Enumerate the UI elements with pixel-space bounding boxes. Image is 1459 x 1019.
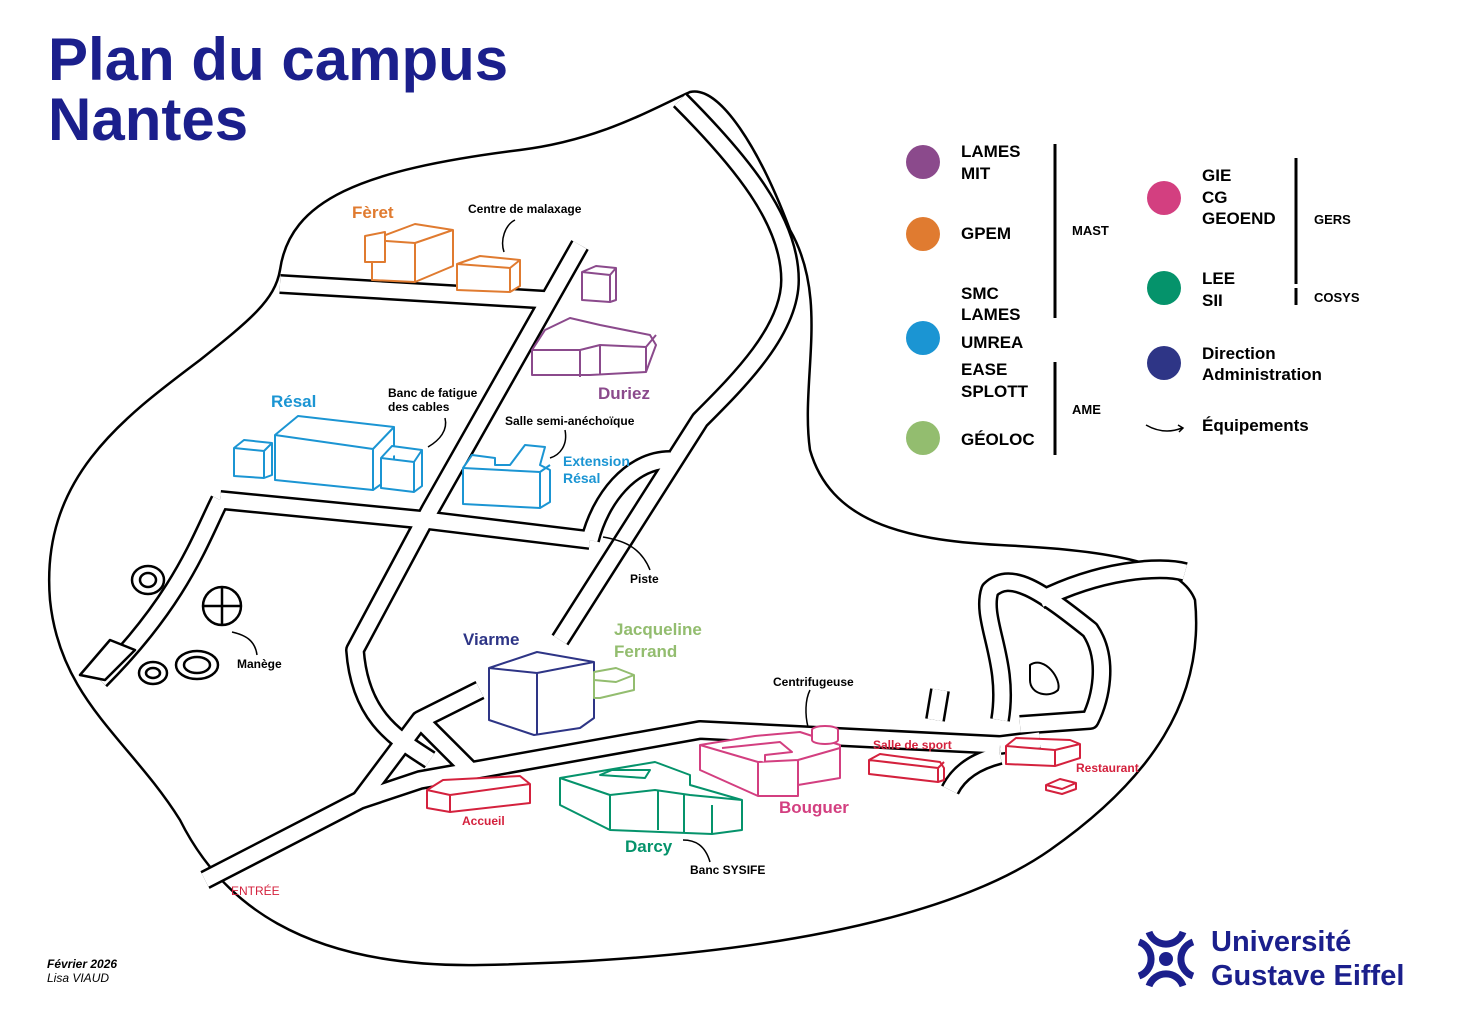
label-entrance: ENTRÉE xyxy=(231,883,280,898)
legend-label: EASE xyxy=(961,360,1007,379)
legend-label: UMREA xyxy=(961,333,1023,352)
credits-author: Lisa VIAUD xyxy=(47,971,110,985)
legend-label: LAMES xyxy=(961,305,1021,324)
curved-arrow-icon xyxy=(1145,424,1185,433)
legend: LAMES MIT GPEM SMC LAMES UMREA EASE SPLO… xyxy=(906,142,1360,455)
title-line-1: Plan du campus xyxy=(48,26,509,93)
label-accueil: Accueil xyxy=(462,814,505,828)
department-gers: GERS xyxy=(1314,212,1351,227)
label-jacqueline-ferrand-1: Jacqueline xyxy=(614,620,702,639)
label-restaurant: Restaurant xyxy=(1076,761,1139,775)
legend-swatch-pink xyxy=(1147,181,1181,215)
legend-label: GIE xyxy=(1202,166,1231,185)
legend-equipment-label: Équipements xyxy=(1202,416,1309,435)
legend-label: GPEM xyxy=(961,224,1011,243)
label-centre-malaxage: Centre de malaxage xyxy=(468,202,582,216)
university-logo: Université Gustave Eiffel xyxy=(1135,925,1404,993)
legend-label: GÉOLOC xyxy=(961,430,1035,449)
legend-swatch-blue xyxy=(906,321,940,355)
label-extension-resal-1: Extension xyxy=(563,453,630,469)
legend-label: GEOEND xyxy=(1202,209,1276,228)
page-title: Plan du campus Nantes xyxy=(48,30,508,150)
label-viarme: Viarme xyxy=(463,630,519,649)
label-banc-fatigue-1: Banc de fatigue xyxy=(388,386,478,400)
legend-label: Direction xyxy=(1202,344,1276,363)
credits: Février 2026 Lisa VIAUD xyxy=(47,957,117,985)
legend-label: MIT xyxy=(961,164,991,183)
label-salle-de-sport: Salle de sport xyxy=(873,738,952,752)
campus-boundary xyxy=(47,90,1198,967)
building-jacqueline-ferrand[interactable] xyxy=(593,667,635,699)
label-extension-resal-2: Résal xyxy=(563,470,600,486)
logo-line-1: Université xyxy=(1211,926,1352,958)
label-salle-semi-anechoique: Salle semi-anéchoïque xyxy=(505,414,635,428)
legend-label: LAMES xyxy=(961,142,1021,161)
label-darcy: Darcy xyxy=(625,837,673,856)
legend-label: LEE xyxy=(1202,269,1235,288)
legend-label: SII xyxy=(1202,291,1223,310)
logo-mark-icon xyxy=(1137,930,1195,988)
label-banc-sysife: Banc SYSIFE xyxy=(690,863,765,877)
building-restaurant[interactable] xyxy=(1005,737,1081,795)
legend-label: Administration xyxy=(1202,365,1322,384)
label-resal: Résal xyxy=(271,392,316,411)
department-cosys: COSYS xyxy=(1314,290,1360,305)
building-feret[interactable] xyxy=(364,223,521,293)
building-viarme[interactable] xyxy=(488,651,595,736)
legend-swatch-navy xyxy=(1147,346,1181,380)
building-resal[interactable] xyxy=(233,415,423,493)
manege-track xyxy=(78,564,243,686)
building-salle-de-sport[interactable] xyxy=(868,753,945,783)
label-duriez: Duriez xyxy=(598,384,650,403)
label-feret: Fèret xyxy=(352,203,394,222)
building-accueil[interactable] xyxy=(426,775,531,813)
label-manege: Manège xyxy=(237,657,282,671)
credits-date: Février 2026 xyxy=(47,957,118,971)
legend-label: SMC xyxy=(961,284,999,303)
pond xyxy=(1029,661,1060,696)
department-mast: MAST xyxy=(1072,223,1109,238)
label-centrifugeuse: Centrifugeuse xyxy=(773,675,854,689)
legend-swatch-purple xyxy=(906,145,940,179)
building-duriez[interactable] xyxy=(531,265,657,377)
legend-label: CG xyxy=(1202,188,1228,207)
equipment-arrows xyxy=(231,219,811,863)
building-bouguer[interactable] xyxy=(699,725,841,797)
department-ame: AME xyxy=(1072,402,1101,417)
legend-swatch-orange xyxy=(906,217,940,251)
logo-line-2: Gustave Eiffel xyxy=(1211,960,1405,992)
label-piste: Piste xyxy=(630,572,659,586)
building-darcy[interactable] xyxy=(559,761,743,835)
label-banc-fatigue-2: des cables xyxy=(388,400,450,414)
label-bouguer: Bouguer xyxy=(779,798,849,817)
label-jacqueline-ferrand-2: Ferrand xyxy=(614,642,677,661)
legend-swatch-light-green xyxy=(906,421,940,455)
title-line-2: Nantes xyxy=(48,86,249,153)
legend-swatch-teal xyxy=(1147,271,1181,305)
legend-label: SPLOTT xyxy=(961,382,1029,401)
building-extension-resal[interactable] xyxy=(462,444,551,509)
